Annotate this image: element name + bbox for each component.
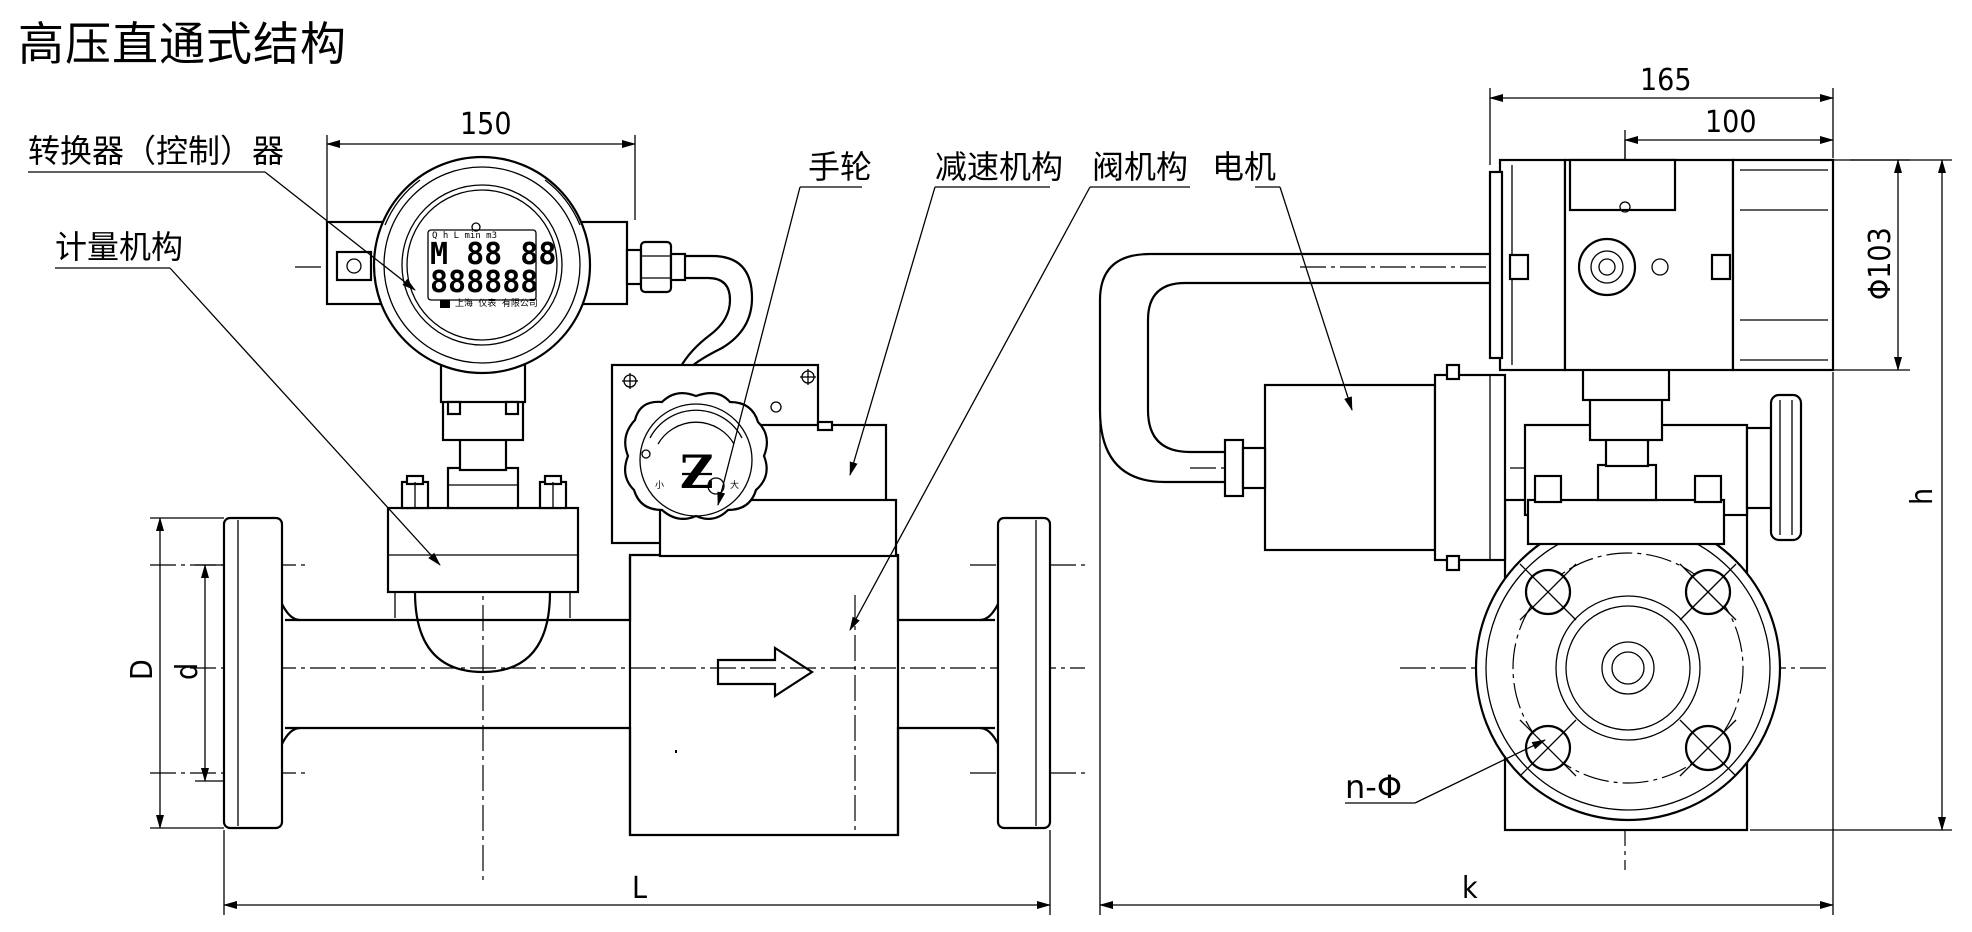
flange-holes	[1519, 563, 1737, 777]
svg-text:Q h L min m3: Q h L min m3	[432, 231, 497, 241]
label-metering: 计量机构	[55, 228, 183, 266]
svg-text:Z: Z	[680, 445, 714, 499]
metering-bolt-right	[538, 474, 568, 510]
dim-150: 150	[460, 107, 512, 142]
dim-phi103: Φ103	[1863, 227, 1898, 300]
label-motor: 电机	[1212, 148, 1276, 186]
page-title: 高压直通式结构	[18, 17, 347, 71]
svg-text:大: 大	[730, 479, 739, 491]
dim-D: D	[125, 659, 160, 680]
label-converter: 转换器（控制）器	[28, 132, 284, 170]
side-view	[1098, 88, 1952, 915]
svg-text:上海 仪表 有限公司: 上海 仪表 有限公司	[455, 297, 538, 309]
label-reducer: 减速机构	[935, 148, 1063, 186]
label-holes: n-Φ	[1345, 768, 1402, 806]
metering-bolt-left	[400, 474, 430, 510]
svg-text:小: 小	[655, 480, 664, 491]
dim-165: 165	[1640, 63, 1692, 98]
front-view: Q h L min m3 M 88 88 888888 上海 仪表 有限公司	[28, 135, 1190, 915]
lcd-line2: 888888	[430, 265, 538, 300]
label-handwheel: 手轮	[808, 148, 872, 186]
dim-100: 100	[1705, 105, 1757, 140]
dim-k: k	[1462, 871, 1478, 906]
label-valve: 阀机构	[1092, 148, 1188, 186]
dim-h: h	[1905, 488, 1940, 505]
dim-d: d	[170, 663, 205, 680]
dim-L: L	[632, 871, 647, 906]
lcd-line1: M 88 88	[430, 237, 556, 272]
